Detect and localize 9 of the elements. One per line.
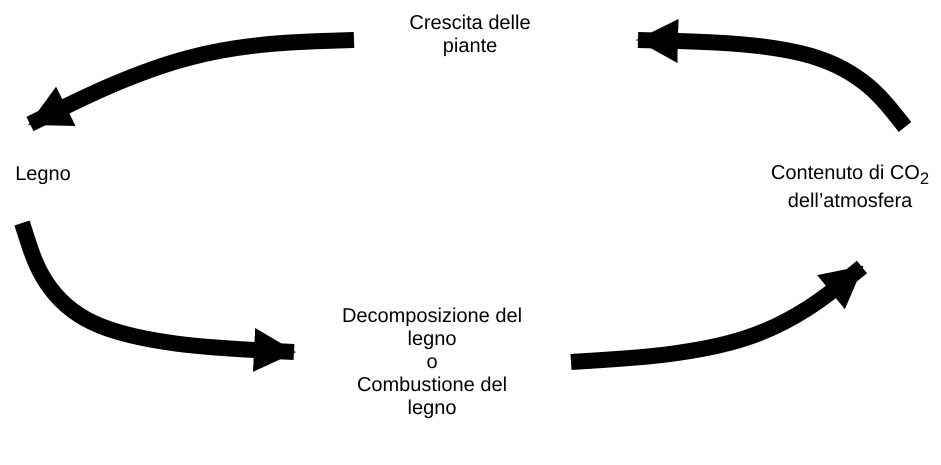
arrow	[26, 32, 354, 132]
arrow	[570, 260, 868, 370]
stage-label: o	[426, 351, 438, 374]
stage-label: Combustione del legno	[356, 374, 508, 420]
arrow	[636, 19, 912, 132]
stage-label: Legno	[15, 163, 71, 186]
stage-label: Crescita delle piante	[408, 12, 532, 58]
stage-label: Contenuto di CO$_{2}$ dell’atmosfera	[770, 162, 930, 213]
arrow	[14, 220, 296, 372]
